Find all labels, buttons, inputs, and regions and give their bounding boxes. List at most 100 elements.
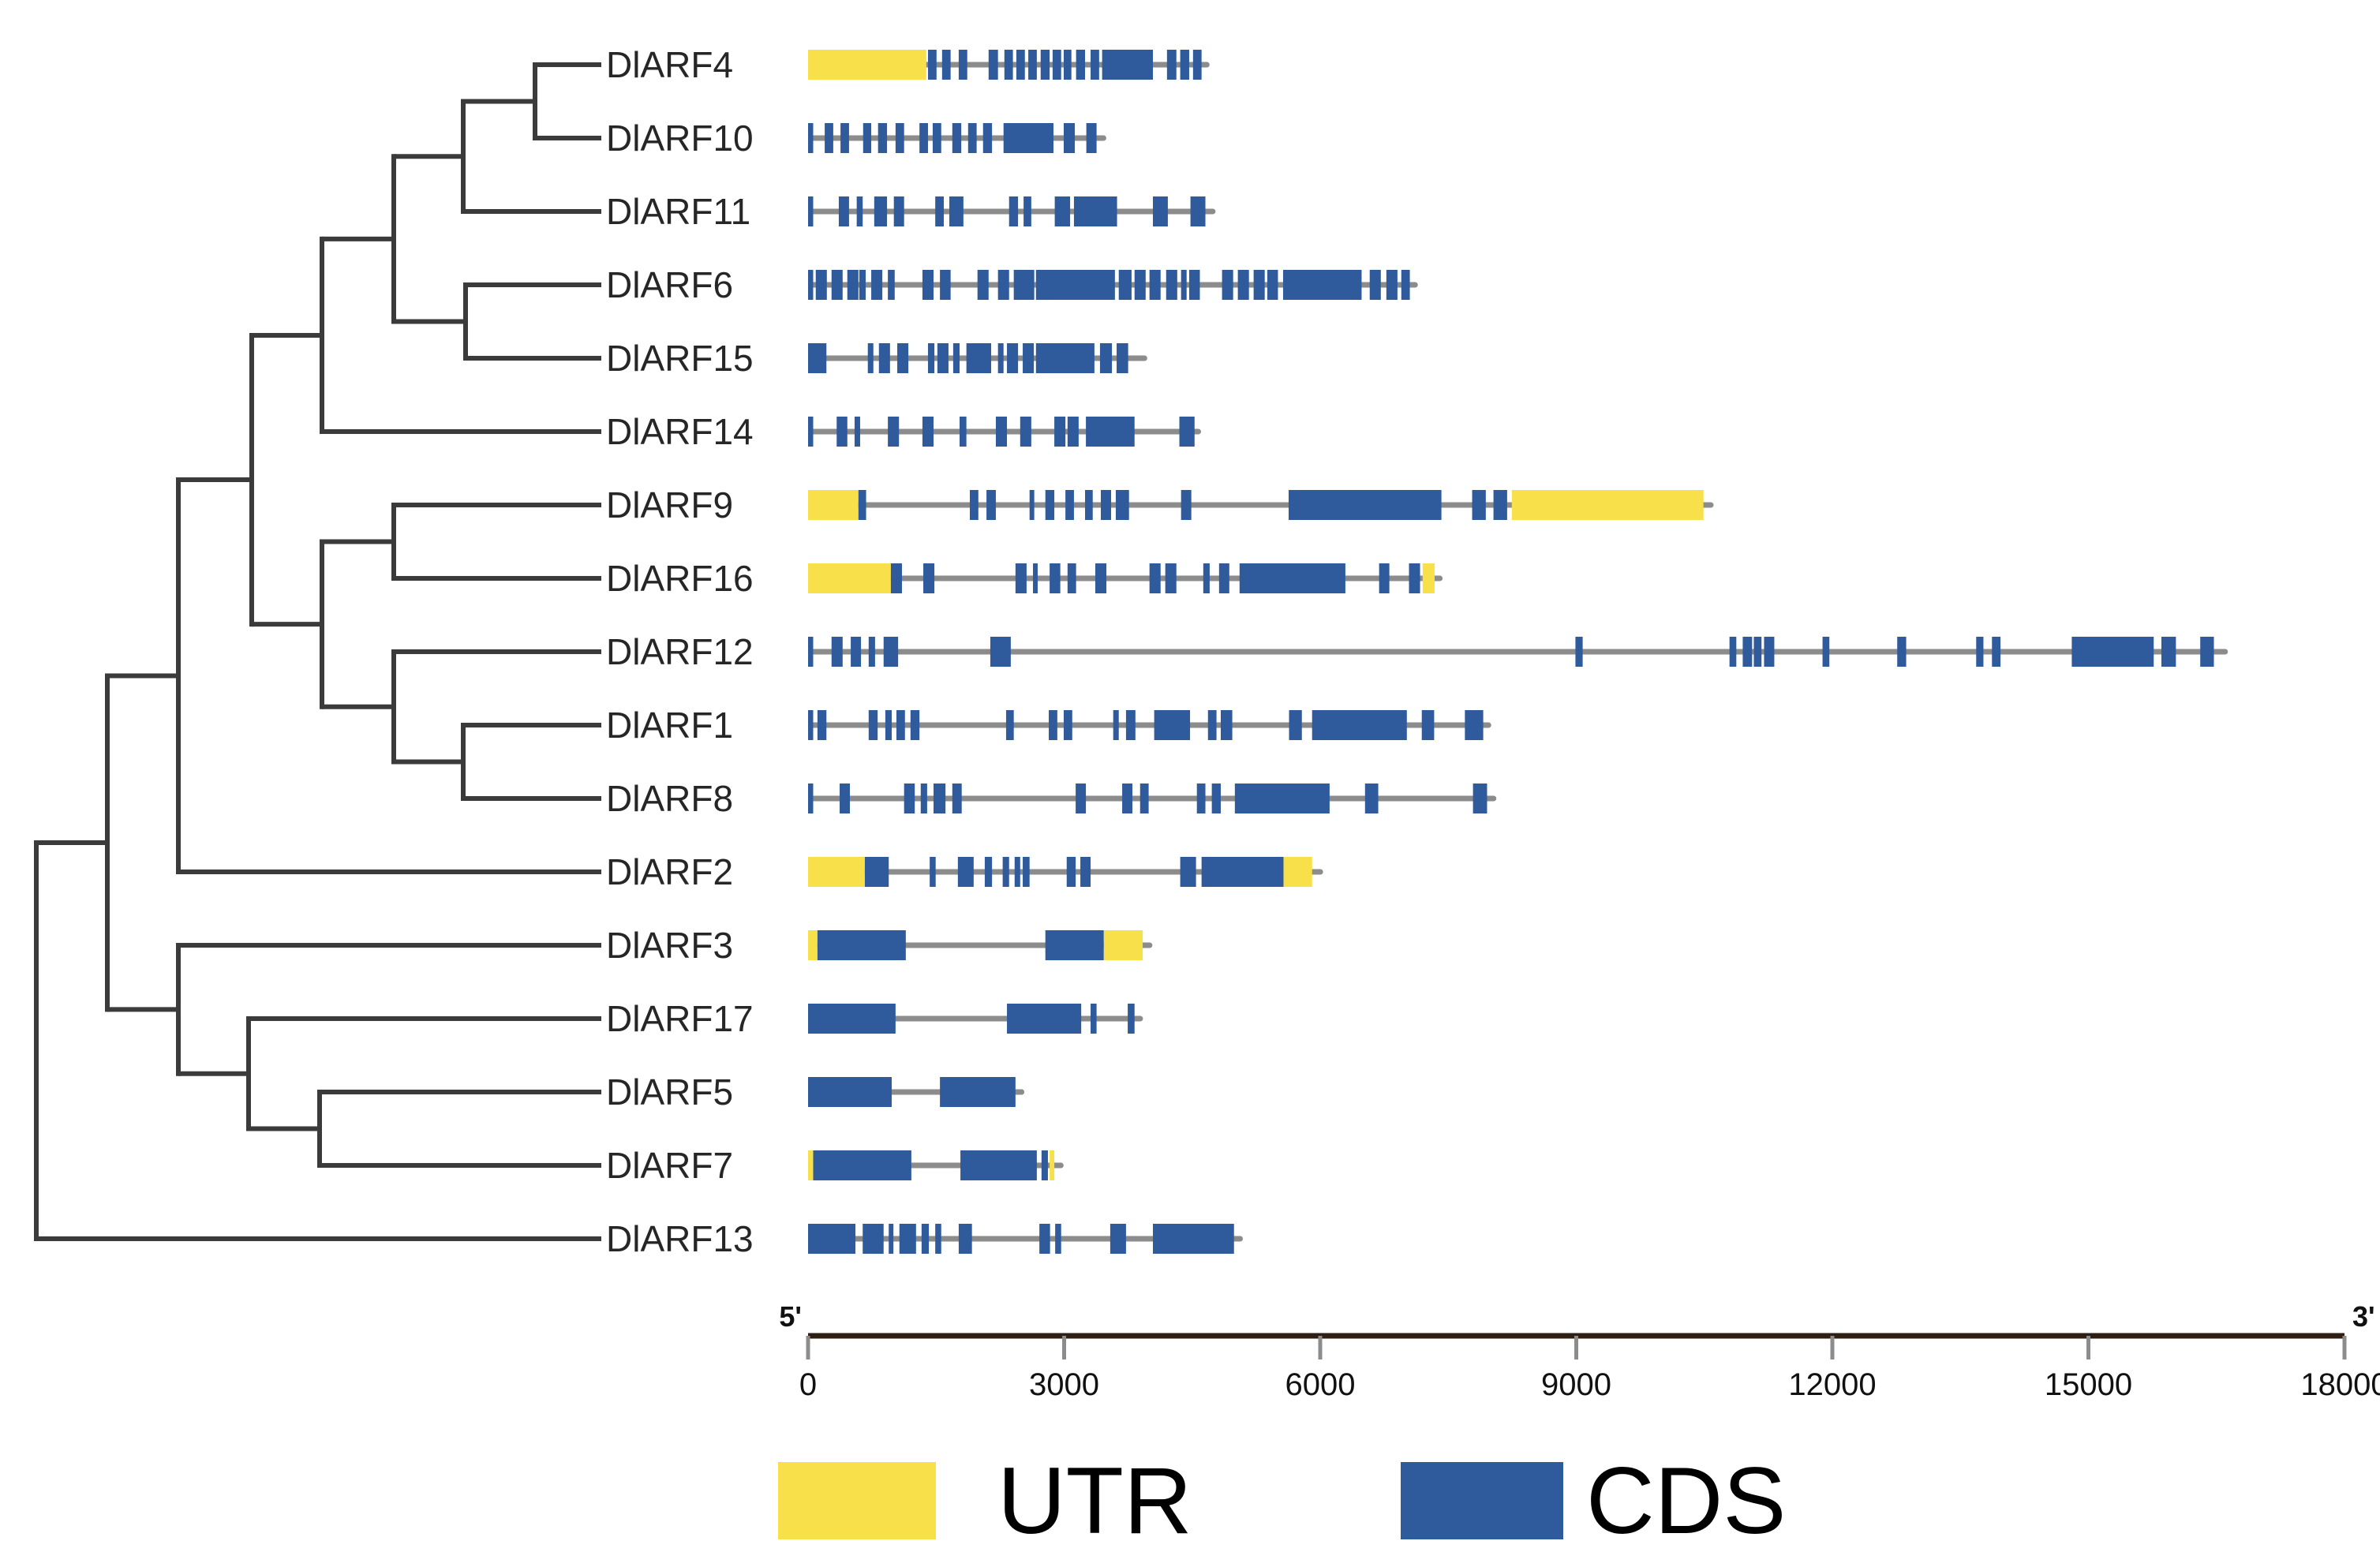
- five-prime-label: 5': [779, 1300, 802, 1333]
- cds-exon: [1073, 196, 1117, 226]
- cds-exon: [867, 343, 874, 373]
- cds-exon: [871, 270, 883, 300]
- cds-exon: [1180, 857, 1196, 887]
- cds-exon: [1188, 270, 1200, 300]
- gene-row: [808, 123, 1106, 153]
- utr-exon: [808, 490, 859, 520]
- cds-exon: [1134, 270, 1146, 300]
- cds-exon: [1196, 784, 1206, 813]
- gene-label: DlARF3: [606, 925, 733, 966]
- gene-label: DlARF17: [606, 998, 754, 1039]
- cds-exon: [1364, 784, 1379, 813]
- gene-row: [808, 1224, 1243, 1254]
- cds-exon: [1190, 196, 1206, 226]
- cds-exon: [930, 857, 936, 887]
- cds-exon: [1128, 1004, 1135, 1034]
- gene-label: DlARF4: [606, 44, 733, 85]
- cds-exon: [1409, 563, 1420, 593]
- cds-exon: [984, 857, 993, 887]
- cds-exon: [1039, 1224, 1050, 1254]
- cds-exon: [935, 1224, 941, 1254]
- cds-exon: [1152, 196, 1168, 226]
- cds-exon: [1023, 343, 1035, 373]
- cds-exon: [1822, 637, 1830, 667]
- gene-row: [808, 857, 1323, 887]
- cds-exon: [990, 637, 1011, 667]
- cds-exon: [1099, 343, 1113, 373]
- cds-exon: [940, 1077, 1016, 1107]
- cds-exon: [1288, 490, 1442, 520]
- cds-exon: [1007, 343, 1019, 373]
- cds-exon: [1222, 270, 1233, 300]
- cds-exon: [864, 857, 889, 887]
- cds-exon: [997, 270, 1009, 300]
- cds-exon: [958, 50, 967, 80]
- axis-tick-label: 18000: [2300, 1367, 2380, 1402]
- cds-exon: [863, 123, 872, 153]
- cds-exon: [1203, 563, 1210, 593]
- cds-exon: [1063, 123, 1076, 153]
- cds-exon: [888, 417, 900, 447]
- cds-exon: [863, 1224, 884, 1254]
- cds-exon: [932, 123, 941, 153]
- cds-exon: [1289, 710, 1302, 740]
- cds-exon: [1045, 490, 1055, 520]
- cds-exon: [1040, 50, 1050, 80]
- cds-exon: [840, 123, 849, 153]
- cds-exon: [1009, 196, 1019, 226]
- cds-exon: [1035, 343, 1095, 373]
- cds-exon: [904, 784, 915, 813]
- cds-exon: [808, 417, 814, 447]
- cds-exon: [1421, 710, 1435, 740]
- cds-exon: [910, 710, 920, 740]
- cds-exon: [1493, 490, 1507, 520]
- cds-exon: [1013, 270, 1035, 300]
- cds-exon: [1049, 710, 1057, 740]
- cds-exon: [1020, 417, 1031, 447]
- axis-tick-label: 3000: [1029, 1367, 1099, 1402]
- cds-exon: [1742, 637, 1753, 667]
- cds-exon: [1211, 784, 1221, 813]
- cds-exon: [851, 637, 862, 667]
- cds-exon: [1004, 50, 1013, 80]
- utr-exon: [1283, 857, 1312, 887]
- axis-tick-label: 12000: [1788, 1367, 1876, 1402]
- gene-label: DlARF8: [606, 778, 733, 819]
- gene-label: DlARF1: [606, 705, 733, 746]
- cds-exon: [1055, 1224, 1061, 1254]
- cds-exon: [1041, 1150, 1048, 1180]
- cds-exon: [1575, 637, 1583, 667]
- cds-exon: [1379, 563, 1390, 593]
- cds-exon: [1282, 270, 1362, 300]
- cds-exon: [1465, 710, 1484, 740]
- cds-exon: [920, 784, 927, 813]
- cds-exon: [995, 417, 1008, 447]
- gene-row: [808, 196, 1216, 226]
- cds-exon: [958, 1224, 972, 1254]
- legend-cds-swatch: [1401, 1462, 1563, 1539]
- cds-exon: [1067, 417, 1079, 447]
- cds-exon: [940, 270, 951, 300]
- cds-exon: [927, 50, 937, 80]
- cds-exon: [896, 710, 905, 740]
- cds-exon: [1753, 637, 1762, 667]
- cds-exon: [1897, 637, 1907, 667]
- cds-exon: [949, 196, 964, 226]
- cds-exon: [1063, 50, 1072, 80]
- cds-exon: [825, 123, 833, 153]
- cds-exon: [1086, 417, 1135, 447]
- cds-exon: [921, 1224, 930, 1254]
- cds-exon: [966, 343, 992, 373]
- utr-exon: [808, 563, 891, 593]
- cds-exon: [1085, 490, 1093, 520]
- cds-exon: [1401, 270, 1410, 300]
- cds-exon: [808, 123, 814, 153]
- cds-exon: [1386, 270, 1398, 300]
- cds-exon: [808, 784, 814, 813]
- cds-exon: [2071, 637, 2154, 667]
- cds-exon: [831, 270, 843, 300]
- cds-exon: [1101, 490, 1111, 520]
- gene-label: DlARF2: [606, 851, 733, 892]
- cds-exon: [1052, 50, 1061, 80]
